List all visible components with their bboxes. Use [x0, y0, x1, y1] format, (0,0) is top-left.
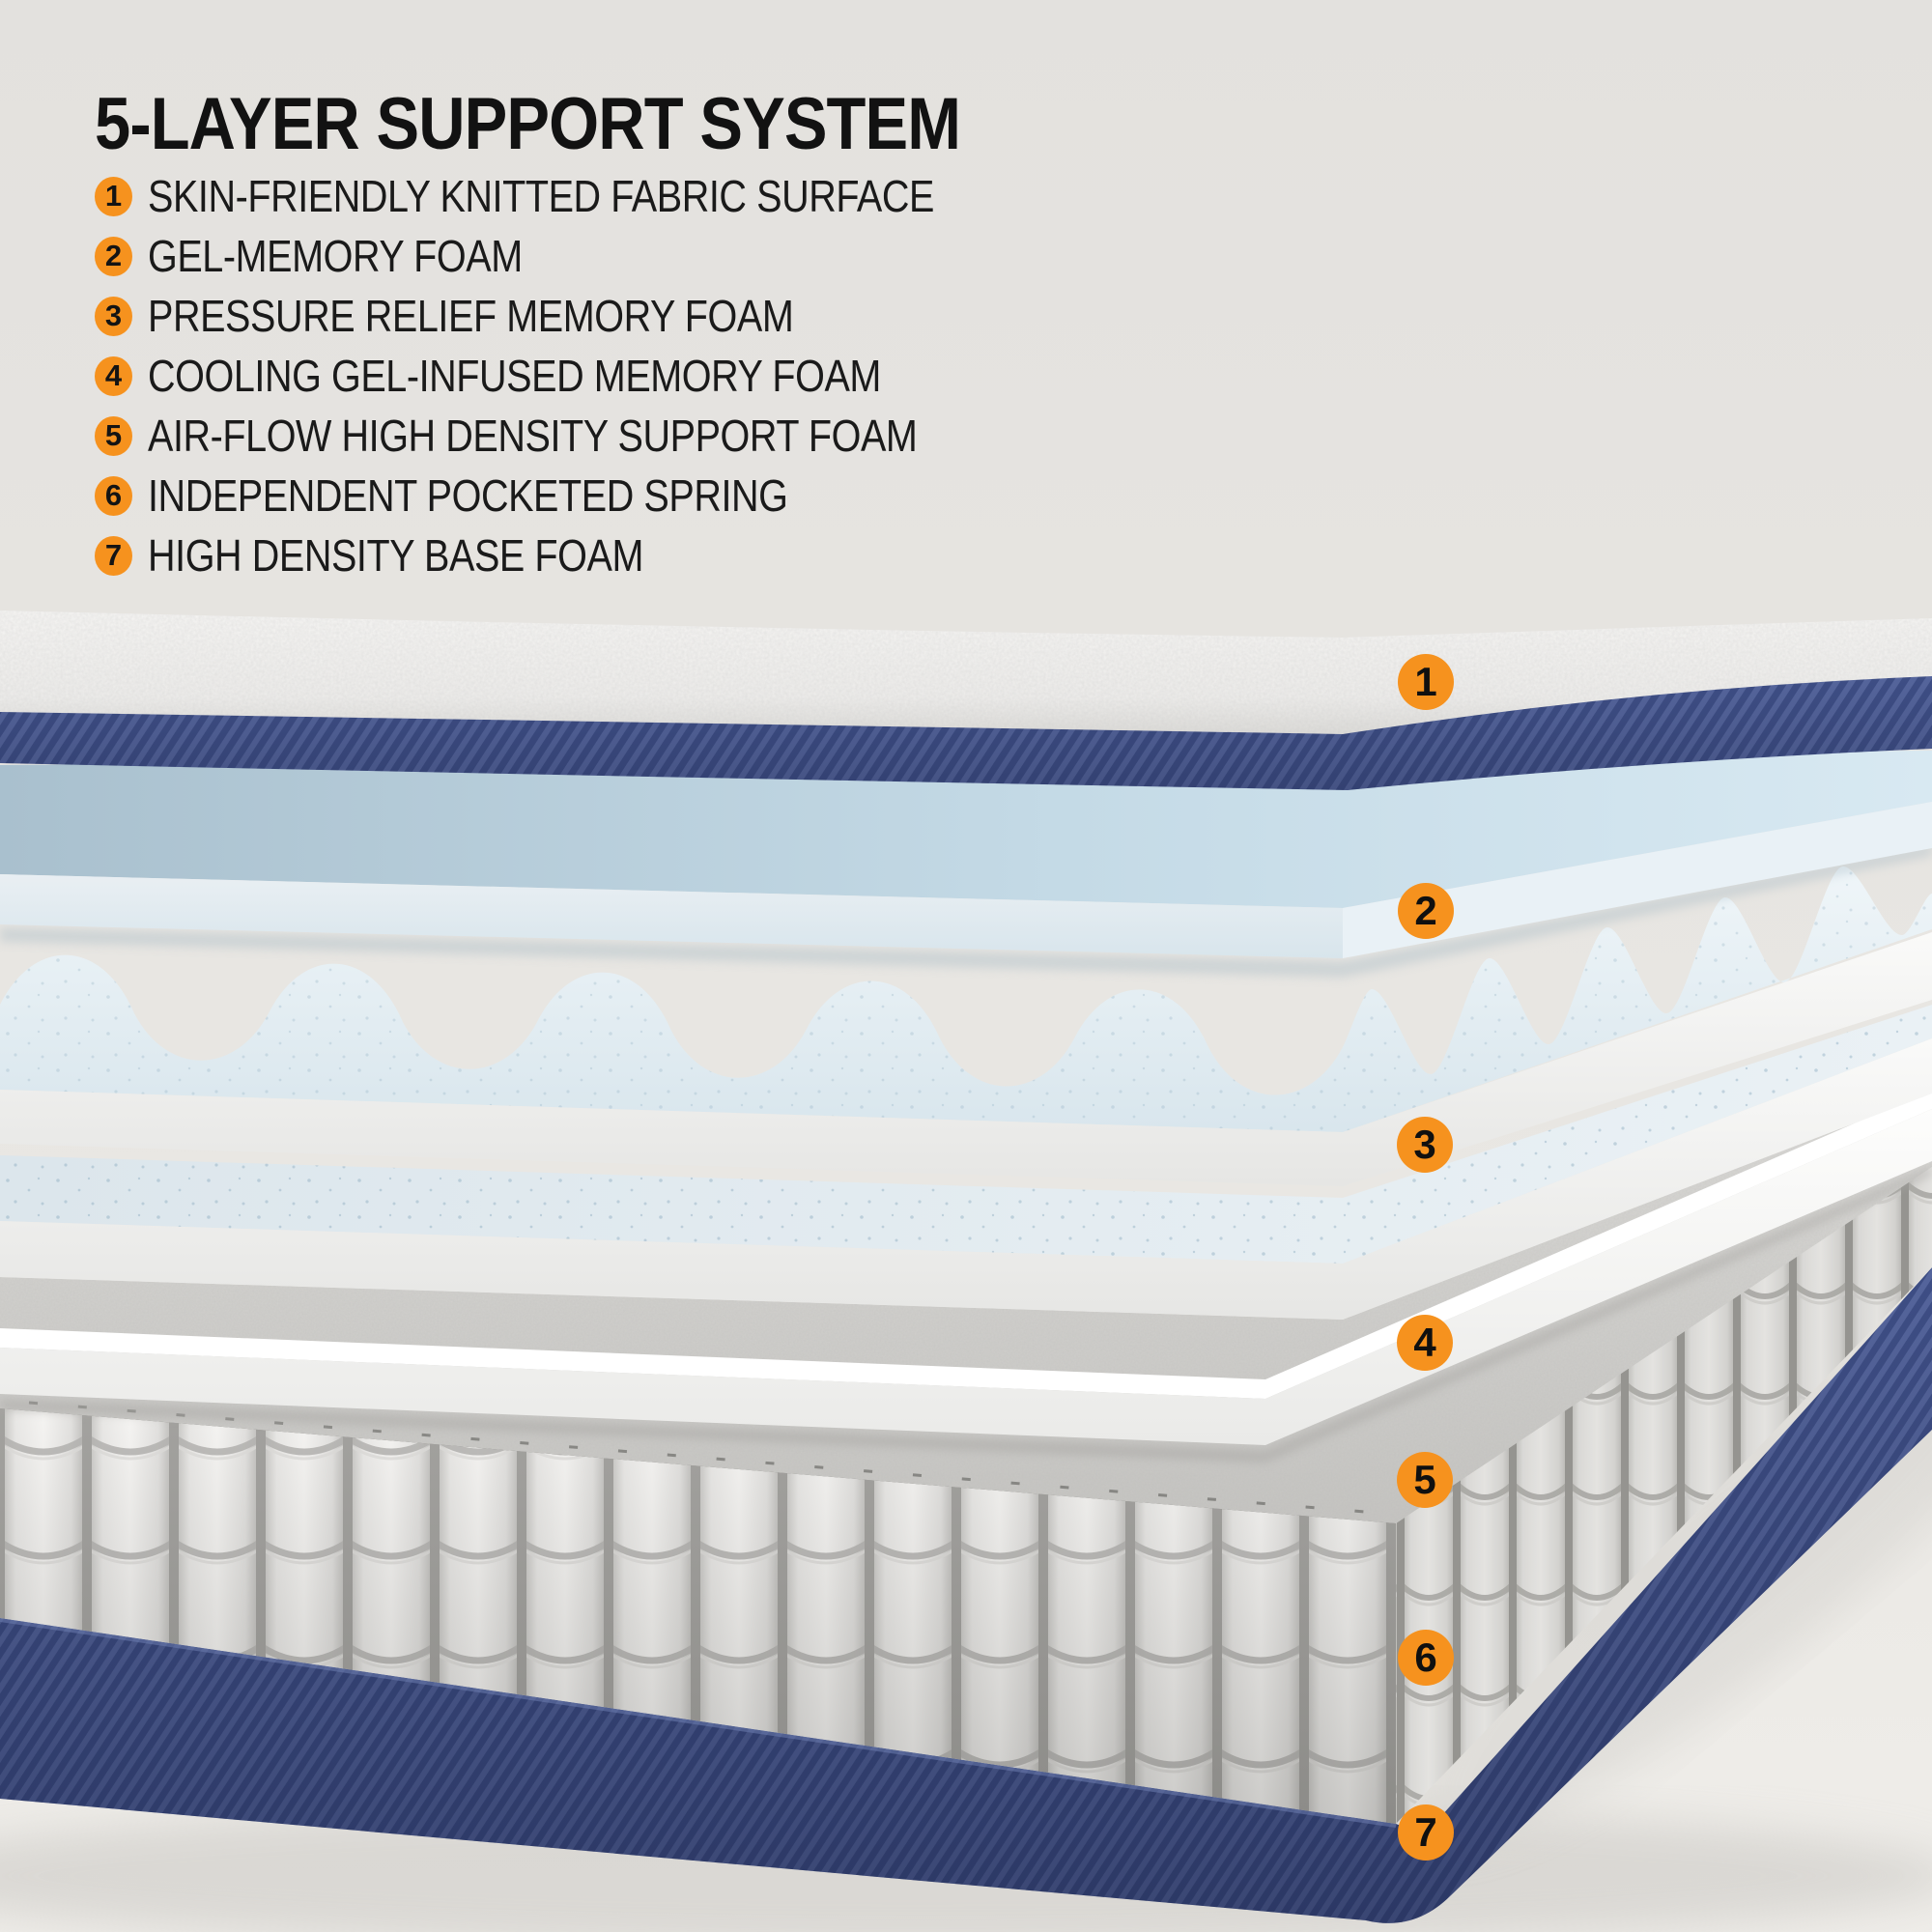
legend-item-label: AIR-FLOW HIGH DENSITY SUPPORT FOAM [148, 411, 918, 461]
legend-item: 4 COOLING GEL-INFUSED MEMORY FOAM [95, 346, 1062, 406]
layer-3-wave-foam [0, 867, 1932, 1186]
layer-callout-5: 5 [1397, 1452, 1453, 1508]
legend-item-label: PRESSURE RELIEF MEMORY FOAM [148, 291, 794, 341]
layer-callout-2: 2 [1398, 883, 1454, 939]
legend-item: 5 AIR-FLOW HIGH DENSITY SUPPORT FOAM [95, 406, 1062, 466]
legend-number-badge: 6 [95, 475, 132, 516]
layer-6-pocketed-springs [0, 1164, 1932, 1824]
legend-number-badge: 2 [95, 236, 132, 276]
layer-callout-6: 6 [1398, 1630, 1454, 1686]
layer-4-cooling-foam [0, 1005, 1932, 1320]
legend-item: 3 PRESSURE RELIEF MEMORY FOAM [95, 286, 1062, 346]
layer-7-base-foam [0, 1267, 1932, 1923]
layer-2-gel-foam [0, 751, 1932, 978]
layer-callout-4: 4 [1397, 1315, 1453, 1371]
legend-number-badge: 4 [95, 355, 132, 396]
legend-item: 1 SKIN-FRIENDLY KNITTED FABRIC SURFACE [95, 166, 1062, 226]
legend-item: 6 INDEPENDENT POCKETED SPRING [95, 466, 1062, 526]
layer-callout-3: 3 [1397, 1117, 1453, 1173]
legend-item: 2 GEL-MEMORY FOAM [95, 226, 1062, 286]
layer-legend: 1 SKIN-FRIENDLY KNITTED FABRIC SURFACE 2… [95, 166, 1062, 585]
legend-item-label: INDEPENDENT POCKETED SPRING [148, 470, 788, 521]
legend-item-label: GEL-MEMORY FOAM [148, 231, 523, 281]
legend-number-badge: 5 [95, 415, 132, 456]
legend-item-label: HIGH DENSITY BASE FOAM [148, 530, 643, 581]
page-title: 5-LAYER SUPPORT SYSTEM [95, 82, 961, 165]
legend-number-badge: 3 [95, 296, 132, 336]
layer-5-support-foam-board [0, 1090, 1932, 1463]
layer-callout-1: 1 [1398, 654, 1454, 710]
legend-item-label: SKIN-FRIENDLY KNITTED FABRIC SURFACE [148, 171, 934, 221]
legend-item: 7 HIGH DENSITY BASE FOAM [95, 526, 1062, 585]
legend-number-badge: 7 [95, 535, 132, 576]
legend-item-label: COOLING GEL-INFUSED MEMORY FOAM [148, 351, 881, 401]
layer-callout-7: 7 [1398, 1804, 1454, 1861]
legend-number-badge: 1 [95, 176, 132, 216]
